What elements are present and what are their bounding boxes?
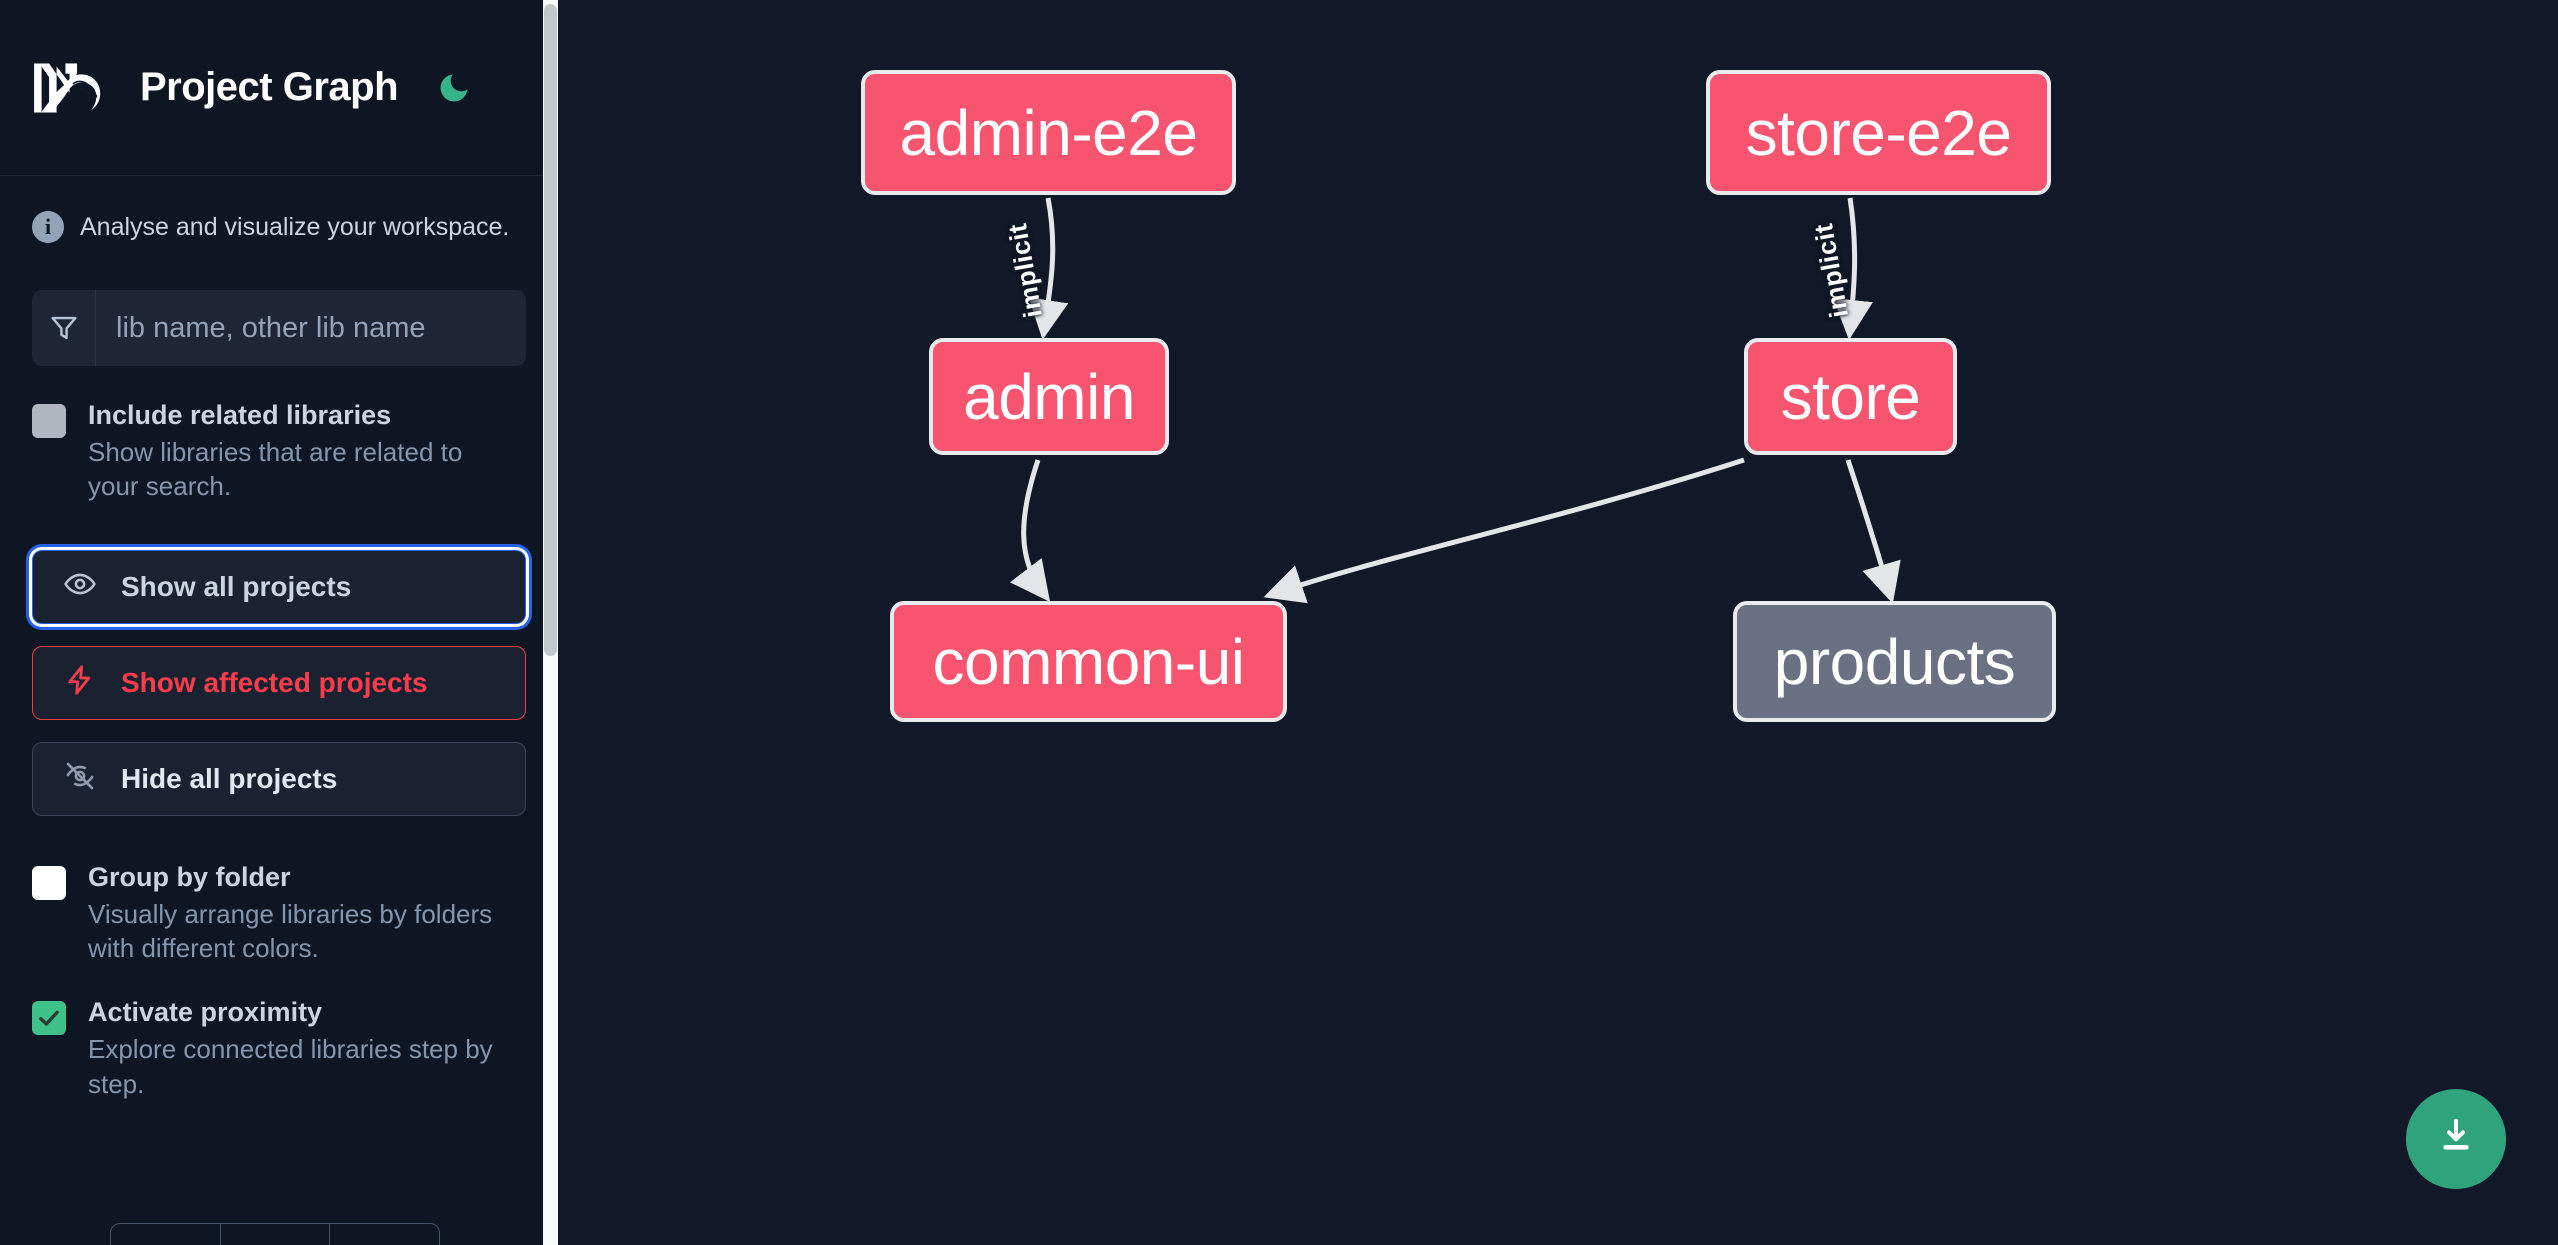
node-label: common-ui [932,625,1245,698]
edge-store-e2e-store [1833,197,1873,340]
app-title: Project Graph [140,65,399,109]
graph-node-admin[interactable]: admin [929,338,1169,455]
node-label: products [1773,625,2016,698]
segmented-option-3[interactable] [330,1224,439,1245]
option-description: Explore connected libraries step by step… [88,1034,493,1099]
checkbox-include-related-libraries[interactable] [32,404,66,438]
checkbox-group-by-folder[interactable] [32,865,66,900]
eye-off-icon [63,759,97,798]
graph-node-store-e2e[interactable]: store-e2e [1706,70,2051,195]
graph-edges [1009,197,1901,604]
moon-icon[interactable] [434,68,474,108]
option-activate-proximity[interactable]: Activate proximity Explore connected lib… [32,997,526,1101]
download-graph-button[interactable] [2406,1089,2506,1189]
option-label: Include related libraries [88,400,392,430]
show-all-projects-button[interactable]: Show all projects [32,549,526,624]
hide-all-projects-label: Hide all projects [121,762,338,794]
node-label: store [1780,360,1921,433]
eye-icon [63,567,97,606]
sidebar-scrollbar-thumb[interactable] [544,4,557,656]
graph-canvas[interactable]: admin-e2e store-e2e admin store common-u… [558,0,2558,1245]
sidebar-body: i Analyse and visualize your workspace. … [0,210,558,1101]
tagline-text: Analyse and visualize your workspace. [80,212,510,241]
sidebar-header: Project Graph [0,0,558,176]
show-affected-projects-button[interactable]: Show affected projects [32,645,526,720]
edge-admin-e2e-admin [1028,197,1069,340]
project-visibility-buttons: Show all projects Show affected projects [32,549,526,816]
option-label: Activate proximity [88,997,323,1028]
tagline: i Analyse and visualize your workspace. [32,210,526,244]
segmented-control[interactable] [110,1223,440,1245]
show-all-projects-label: Show all projects [121,570,352,602]
option-description: Visually arrange libraries by folders wi… [88,898,493,964]
search-bar[interactable] [32,290,526,366]
node-label: admin [963,360,1135,433]
lightning-icon [63,663,97,702]
nx-logo-icon [34,58,116,118]
search-input[interactable] [96,290,526,366]
graph-node-admin-e2e[interactable]: admin-e2e [861,70,1236,195]
edge-store-products [1845,459,1901,604]
segmented-option-2[interactable] [221,1224,331,1245]
graph-node-products[interactable]: products [1733,601,2056,722]
filter-icon [32,290,96,366]
hide-all-projects-button[interactable]: Hide all projects [32,741,526,816]
option-group-by-folder[interactable]: Group by folder Visually arrange librari… [32,862,526,966]
node-label: store-e2e [1745,96,2012,169]
option-description: Show libraries that are related to your … [88,437,463,502]
info-icon: i [32,211,64,243]
download-icon [2433,1114,2479,1165]
edge-store-common-ui [1263,457,1745,604]
sidebar: Project Graph i Analyse and visualize yo… [0,0,558,1245]
edge-admin-common-ui [1009,459,1051,602]
checkbox-activate-proximity[interactable] [32,1001,66,1036]
graph-node-store[interactable]: store [1744,338,1957,455]
option-include-related-libraries[interactable]: Include related libraries Show libraries… [32,400,526,504]
segmented-option-1[interactable] [111,1224,221,1245]
node-label: admin-e2e [899,96,1198,169]
option-label: Group by folder [88,861,291,892]
sidebar-scrollbar[interactable] [543,0,558,1245]
show-affected-projects-label: Show affected projects [121,666,428,698]
graph-node-common-ui[interactable]: common-ui [890,601,1287,722]
